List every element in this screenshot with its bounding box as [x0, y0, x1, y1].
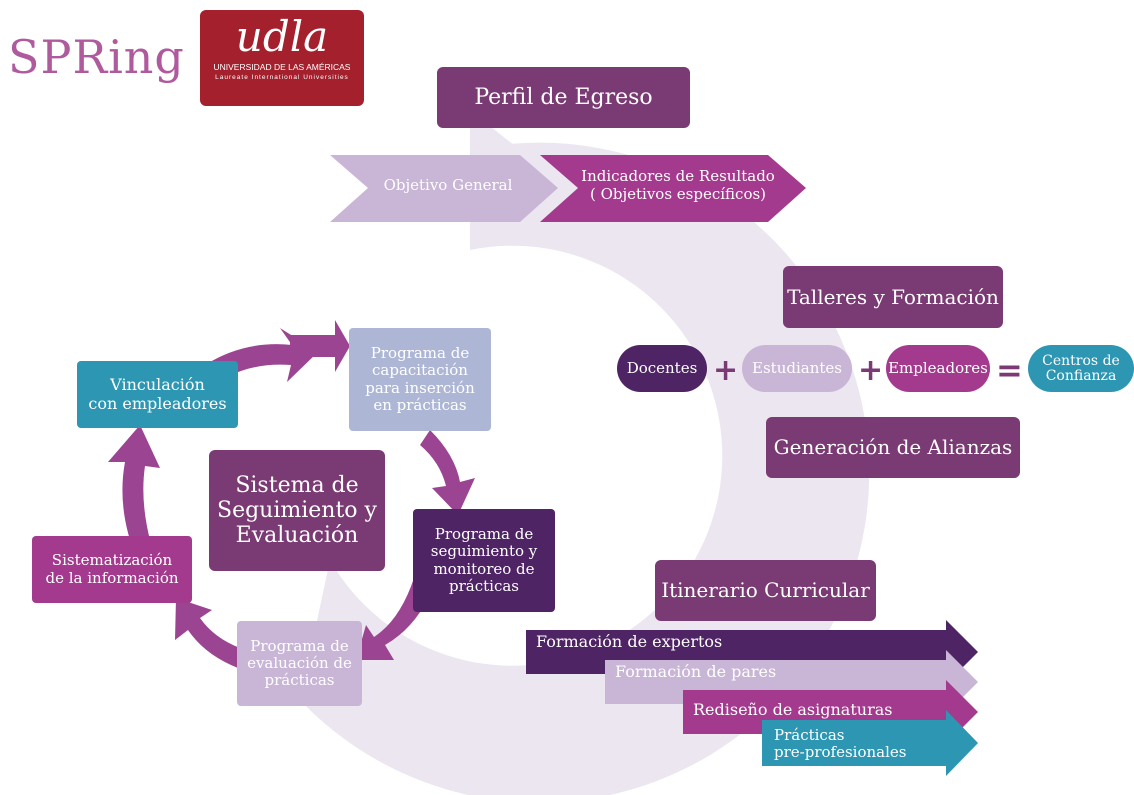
practicas-line-1: Prácticas [774, 726, 845, 744]
programa-seguimiento: Programa de seguimiento y monitoreo de p… [413, 509, 555, 612]
perfil-de-egreso: Perfil de Egreso [437, 67, 690, 128]
seguimiento-line-2: seguimiento y [430, 542, 538, 561]
plus-icon-2: + [858, 353, 884, 388]
evaluacion-line-1: Programa de [250, 636, 349, 655]
programa-evaluacion: Programa de evaluación de prácticas [237, 621, 362, 706]
practicas-label: Prácticas pre-profesionales [774, 727, 906, 760]
programa-capacitacion: Programa de capacitación para inserción … [349, 328, 491, 431]
objetivo-general: Objetivo General [383, 176, 513, 194]
docentes-pill: Docentes [617, 345, 707, 392]
udla-logo: udla UNIVERSIDAD DE LAS AMÉRICAS Laureat… [200, 10, 364, 106]
sistematizacion-informacion: Sistematización de la información [32, 536, 192, 603]
spring-logo: SPRing [8, 30, 185, 84]
indicadores-chevron [540, 155, 806, 222]
sistematizacion-line-2: de la información [45, 568, 179, 587]
cycle-arrow-left [108, 425, 160, 540]
centros-line-2: Confianza [1045, 367, 1117, 384]
capacitacion-line-1: Programa de [370, 344, 470, 362]
center-line-1: Sistema de [235, 472, 359, 498]
center-line-2: Seguimiento y [217, 497, 377, 523]
indicadores-line-1: Indicadores de Resultado [581, 167, 775, 185]
talleres-formacion: Talleres y Formación [783, 266, 1003, 328]
estudiantes-pill: Estudiantes [742, 345, 852, 392]
cycle-arrow-bottom-left [175, 598, 240, 668]
plus-icon-1: + [713, 353, 739, 388]
itinerario-curricular: Itinerario Curricular [655, 560, 876, 621]
cycle-arrow-top-right [290, 320, 350, 372]
sistema-seguimiento-evaluacion: Sistema de Seguimiento y Evaluación [209, 450, 385, 571]
generacion-alianzas: Generación de Alianzas [766, 417, 1020, 478]
rediseno-label: Rediseño de asignaturas [693, 700, 893, 719]
vinculacion-empleadores: Vinculación con empleadores [77, 361, 238, 428]
equals-icon: = [996, 351, 1023, 389]
empleadores-pill: Empleadores [886, 345, 990, 392]
indicadores-resultado: Indicadores de Resultado ( Objetivos esp… [578, 167, 778, 203]
seguimiento-line-1: Programa de [434, 525, 534, 543]
indicadores-line-2: ( Objetivos específicos) [589, 185, 767, 203]
practicas-line-2: pre-profesionales [774, 742, 907, 761]
centros-line-1: Centros de [1042, 352, 1120, 369]
arrow-practicas [762, 710, 978, 776]
centros-confianza-pill: Centros de Confianza [1028, 345, 1134, 392]
udla-logo-wordmark: udla [235, 12, 329, 61]
objetivo-chevron [330, 155, 558, 222]
vinculacion-line-1: Vinculación [110, 375, 205, 395]
udla-tagline: Laureate International Universities [215, 74, 349, 81]
sistematizacion-line-1: Sistematización [51, 551, 173, 570]
capacitacion-line-2: capacitación [372, 361, 468, 380]
evaluacion-line-2: evaluación de [247, 653, 352, 672]
udla-name: UNIVERSIDAD DE LAS AMÉRICAS [213, 62, 351, 72]
vinculacion-line-2: con empleadores [88, 393, 227, 413]
capacitacion-line-3: para inserción [365, 378, 475, 397]
cycle-arrow-right [420, 430, 475, 515]
formacion-pares-label: Formación de pares [615, 662, 777, 681]
formacion-expertos-label: Formación de expertos [536, 632, 723, 651]
evaluacion-line-3: prácticas [264, 671, 335, 690]
seguimiento-line-3: monitoreo de [433, 559, 535, 578]
center-line-3: Evaluación [235, 523, 359, 549]
seguimiento-line-4: prácticas [449, 576, 519, 595]
capacitacion-line-4: en prácticas [373, 395, 467, 414]
